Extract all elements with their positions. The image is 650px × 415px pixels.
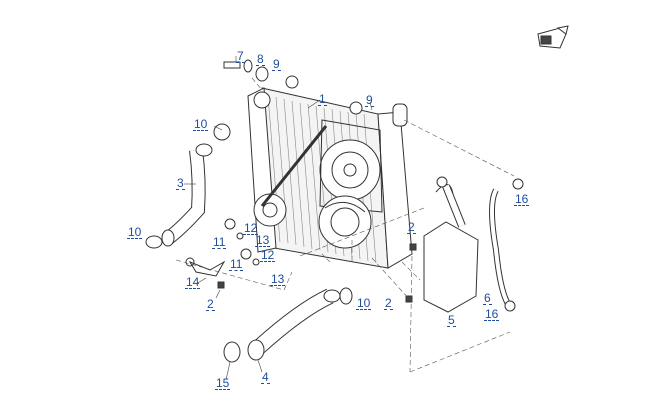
callout-3[interactable]: 3 <box>176 176 185 190</box>
callout-10[interactable]: 10 <box>356 296 372 310</box>
cooling-fan-upper <box>319 119 383 213</box>
hose-clamp-10-left <box>145 235 163 249</box>
clamp-16-top <box>512 178 524 190</box>
screw-2-left <box>217 281 225 289</box>
callout-12[interactable]: 12 <box>243 221 259 235</box>
callout-16[interactable]: 16 <box>514 192 530 206</box>
cooling-fan-lower <box>318 195 372 249</box>
callout-10[interactable]: 10 <box>127 225 143 239</box>
callout-4[interactable]: 4 <box>261 370 270 384</box>
callout-6[interactable]: 6 <box>483 291 492 305</box>
cooling-fan-left <box>253 193 287 227</box>
grommet-9 <box>255 66 269 82</box>
callout-11[interactable]: 11 <box>212 235 227 249</box>
callout-5[interactable]: 5 <box>447 313 456 327</box>
screw-2-mid <box>409 243 417 251</box>
expansion-tank <box>423 176 479 313</box>
fastener-12-lower <box>252 258 260 266</box>
fastener-11-lower <box>240 248 252 260</box>
hose-6 <box>489 188 511 306</box>
callout-9[interactable]: 9 <box>272 57 281 71</box>
callout-13[interactable]: 13 <box>255 233 271 247</box>
hose-lower <box>247 288 341 361</box>
callout-15[interactable]: 15 <box>215 376 231 390</box>
callout-2[interactable]: 2 <box>407 220 416 234</box>
callout-8[interactable]: 8 <box>256 52 265 66</box>
callout-1[interactable]: 1 <box>318 92 327 106</box>
hose-upper-left <box>161 143 213 247</box>
fastener-11-upper <box>224 218 236 230</box>
callout-10[interactable]: 10 <box>193 117 209 131</box>
bracket-14 <box>185 257 226 277</box>
fastener-12-upper <box>236 232 244 240</box>
hose-clamp-15 <box>223 341 241 363</box>
callout-9[interactable]: 9 <box>365 93 374 107</box>
callout-12[interactable]: 12 <box>260 248 276 262</box>
callout-2[interactable]: 2 <box>384 296 393 310</box>
bolt-7 <box>223 61 241 69</box>
callout-14[interactable]: 14 <box>185 275 201 289</box>
callout-7[interactable]: 7 <box>236 49 245 63</box>
clamp-16-bottom <box>504 300 516 312</box>
hose-clamp-10-top <box>213 123 231 141</box>
callout-13[interactable]: 13 <box>270 272 286 286</box>
callout-11[interactable]: 11 <box>229 257 244 271</box>
screw-2-right <box>405 295 413 303</box>
callout-16[interactable]: 16 <box>484 307 500 321</box>
washer-8 <box>243 59 253 73</box>
callout-2[interactable]: 2 <box>206 297 215 311</box>
front-direction-arrow-icon <box>537 25 569 49</box>
hose-clamp-10-mid <box>339 287 353 305</box>
